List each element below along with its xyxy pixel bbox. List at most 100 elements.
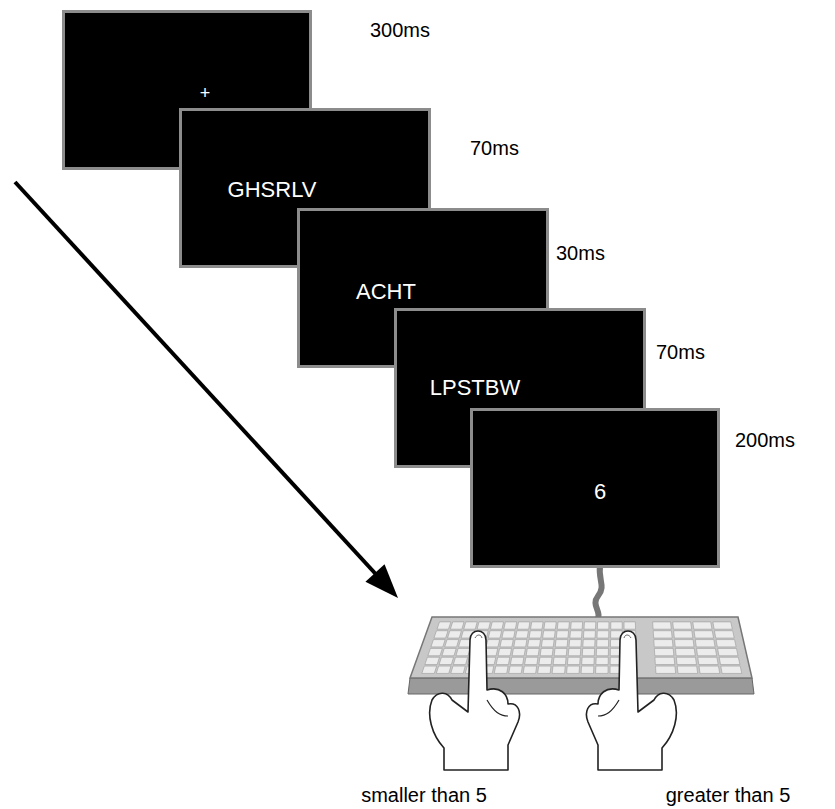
- keyboard-key: [437, 622, 451, 629]
- stimulus-text: ACHT: [356, 280, 416, 304]
- keyboard-key: [509, 666, 523, 673]
- keyboard-body: [410, 617, 752, 678]
- keyboard-key: [675, 648, 695, 655]
- keyboard-key: [425, 657, 440, 664]
- keyboard-key: [673, 622, 692, 629]
- fingernail: [475, 635, 482, 638]
- keyboard-key: [512, 648, 525, 655]
- stimulus-text: 6: [594, 480, 606, 504]
- duration-label: 200ms: [735, 428, 795, 452]
- keyboard-key: [653, 622, 672, 629]
- keyboard-key: [719, 657, 740, 664]
- keyboard-key: [582, 657, 595, 664]
- keyboard-key: [422, 666, 437, 673]
- duration-label: 70ms: [470, 136, 519, 160]
- keyboard-key: [557, 622, 569, 629]
- fingernail: [624, 635, 631, 638]
- duration-label: 300ms: [370, 18, 430, 42]
- stimulus-text: +: [200, 84, 211, 104]
- keyboard-key: [713, 622, 732, 629]
- keyboard-key: [570, 631, 582, 638]
- label-holder: greater than 5: [666, 783, 791, 807]
- keyboard-key: [714, 631, 734, 638]
- keyboard-key: [611, 622, 622, 629]
- keyboard-cable: [595, 566, 601, 622]
- keyboard-key: [568, 648, 581, 655]
- keyboard-key: [490, 622, 503, 629]
- keyboard-key: [448, 631, 462, 638]
- duration-label: 30ms: [556, 241, 605, 265]
- keyboard-key: [567, 657, 580, 664]
- keyboard-key: [486, 640, 499, 647]
- keyboard-key: [450, 622, 464, 629]
- label-holder: 30ms: [556, 241, 605, 265]
- keyboard-key: [531, 622, 544, 629]
- keyboard-key: [544, 622, 556, 629]
- keyboard-key: [624, 622, 636, 629]
- keyboard-key: [653, 631, 672, 638]
- keyboard-key: [596, 666, 609, 673]
- hand: [586, 631, 676, 770]
- keyboard-key: [436, 666, 451, 673]
- keyboard-key: [543, 631, 556, 638]
- keyboard-key: [694, 631, 714, 638]
- keyboard-key: [538, 666, 551, 673]
- keyboard-key: [528, 640, 541, 647]
- label-holder: 200ms: [735, 428, 795, 452]
- keyboard-key: [514, 640, 527, 647]
- keyboard-key: [655, 657, 675, 664]
- keyboard-key: [654, 648, 674, 655]
- keyboard-key: [584, 622, 596, 629]
- stimulus-text: LPSTBW: [430, 376, 520, 400]
- stimulus-text: GHSRLV: [228, 178, 317, 202]
- keyboard-key: [541, 640, 554, 647]
- duration-label: 70ms: [656, 340, 705, 364]
- keyboard-key: [498, 648, 511, 655]
- keyboard-key: [721, 666, 742, 673]
- keyboard-key: [571, 622, 583, 629]
- keyboard-key: [693, 622, 712, 629]
- keyboard-key: [477, 622, 490, 629]
- keyboard-key: [597, 640, 609, 647]
- keyboard-key: [597, 622, 609, 629]
- keyboard-key: [445, 640, 459, 647]
- keyboard-key: [716, 640, 736, 647]
- keyboard-key: [554, 648, 567, 655]
- finger-line: [598, 700, 619, 716]
- keyboard-key: [453, 657, 467, 664]
- keyboard-key: [677, 666, 697, 673]
- response-label: smaller than 5: [361, 783, 487, 807]
- keyboard-key: [655, 666, 675, 673]
- keyboard-key: [597, 631, 609, 638]
- keyboard-key: [523, 666, 537, 673]
- keyboard-key: [676, 657, 696, 664]
- keyboard-key: [567, 666, 580, 673]
- keyboard-key: [442, 648, 456, 655]
- arrow-head: [365, 564, 398, 598]
- hand: [430, 631, 520, 770]
- keyboard-key: [552, 666, 565, 673]
- keyboard-key: [697, 648, 717, 655]
- keyboard-key: [583, 640, 595, 647]
- keyboard-key: [596, 648, 608, 655]
- keyboard-key: [555, 640, 568, 647]
- label-holder: 70ms: [470, 136, 519, 160]
- keyboard-key: [525, 657, 538, 664]
- hand-outline: [430, 631, 520, 770]
- keyboard-key: [515, 631, 528, 638]
- keyboard-key: [582, 648, 594, 655]
- keyboard-key: [718, 648, 738, 655]
- keyboard-key: [434, 631, 448, 638]
- keyboard-key: [654, 640, 673, 647]
- keyboard-key: [556, 631, 568, 638]
- keyboard-key: [526, 648, 539, 655]
- keyboard-key: [540, 648, 553, 655]
- keyboard-key: [695, 640, 715, 647]
- hand-outline: [586, 631, 676, 770]
- label-holder: smaller than 5: [361, 783, 487, 807]
- keyboard-key: [553, 657, 566, 664]
- label-holder: 300ms: [370, 18, 430, 42]
- keyboard-key: [494, 666, 508, 673]
- keyboard-key: [496, 657, 510, 664]
